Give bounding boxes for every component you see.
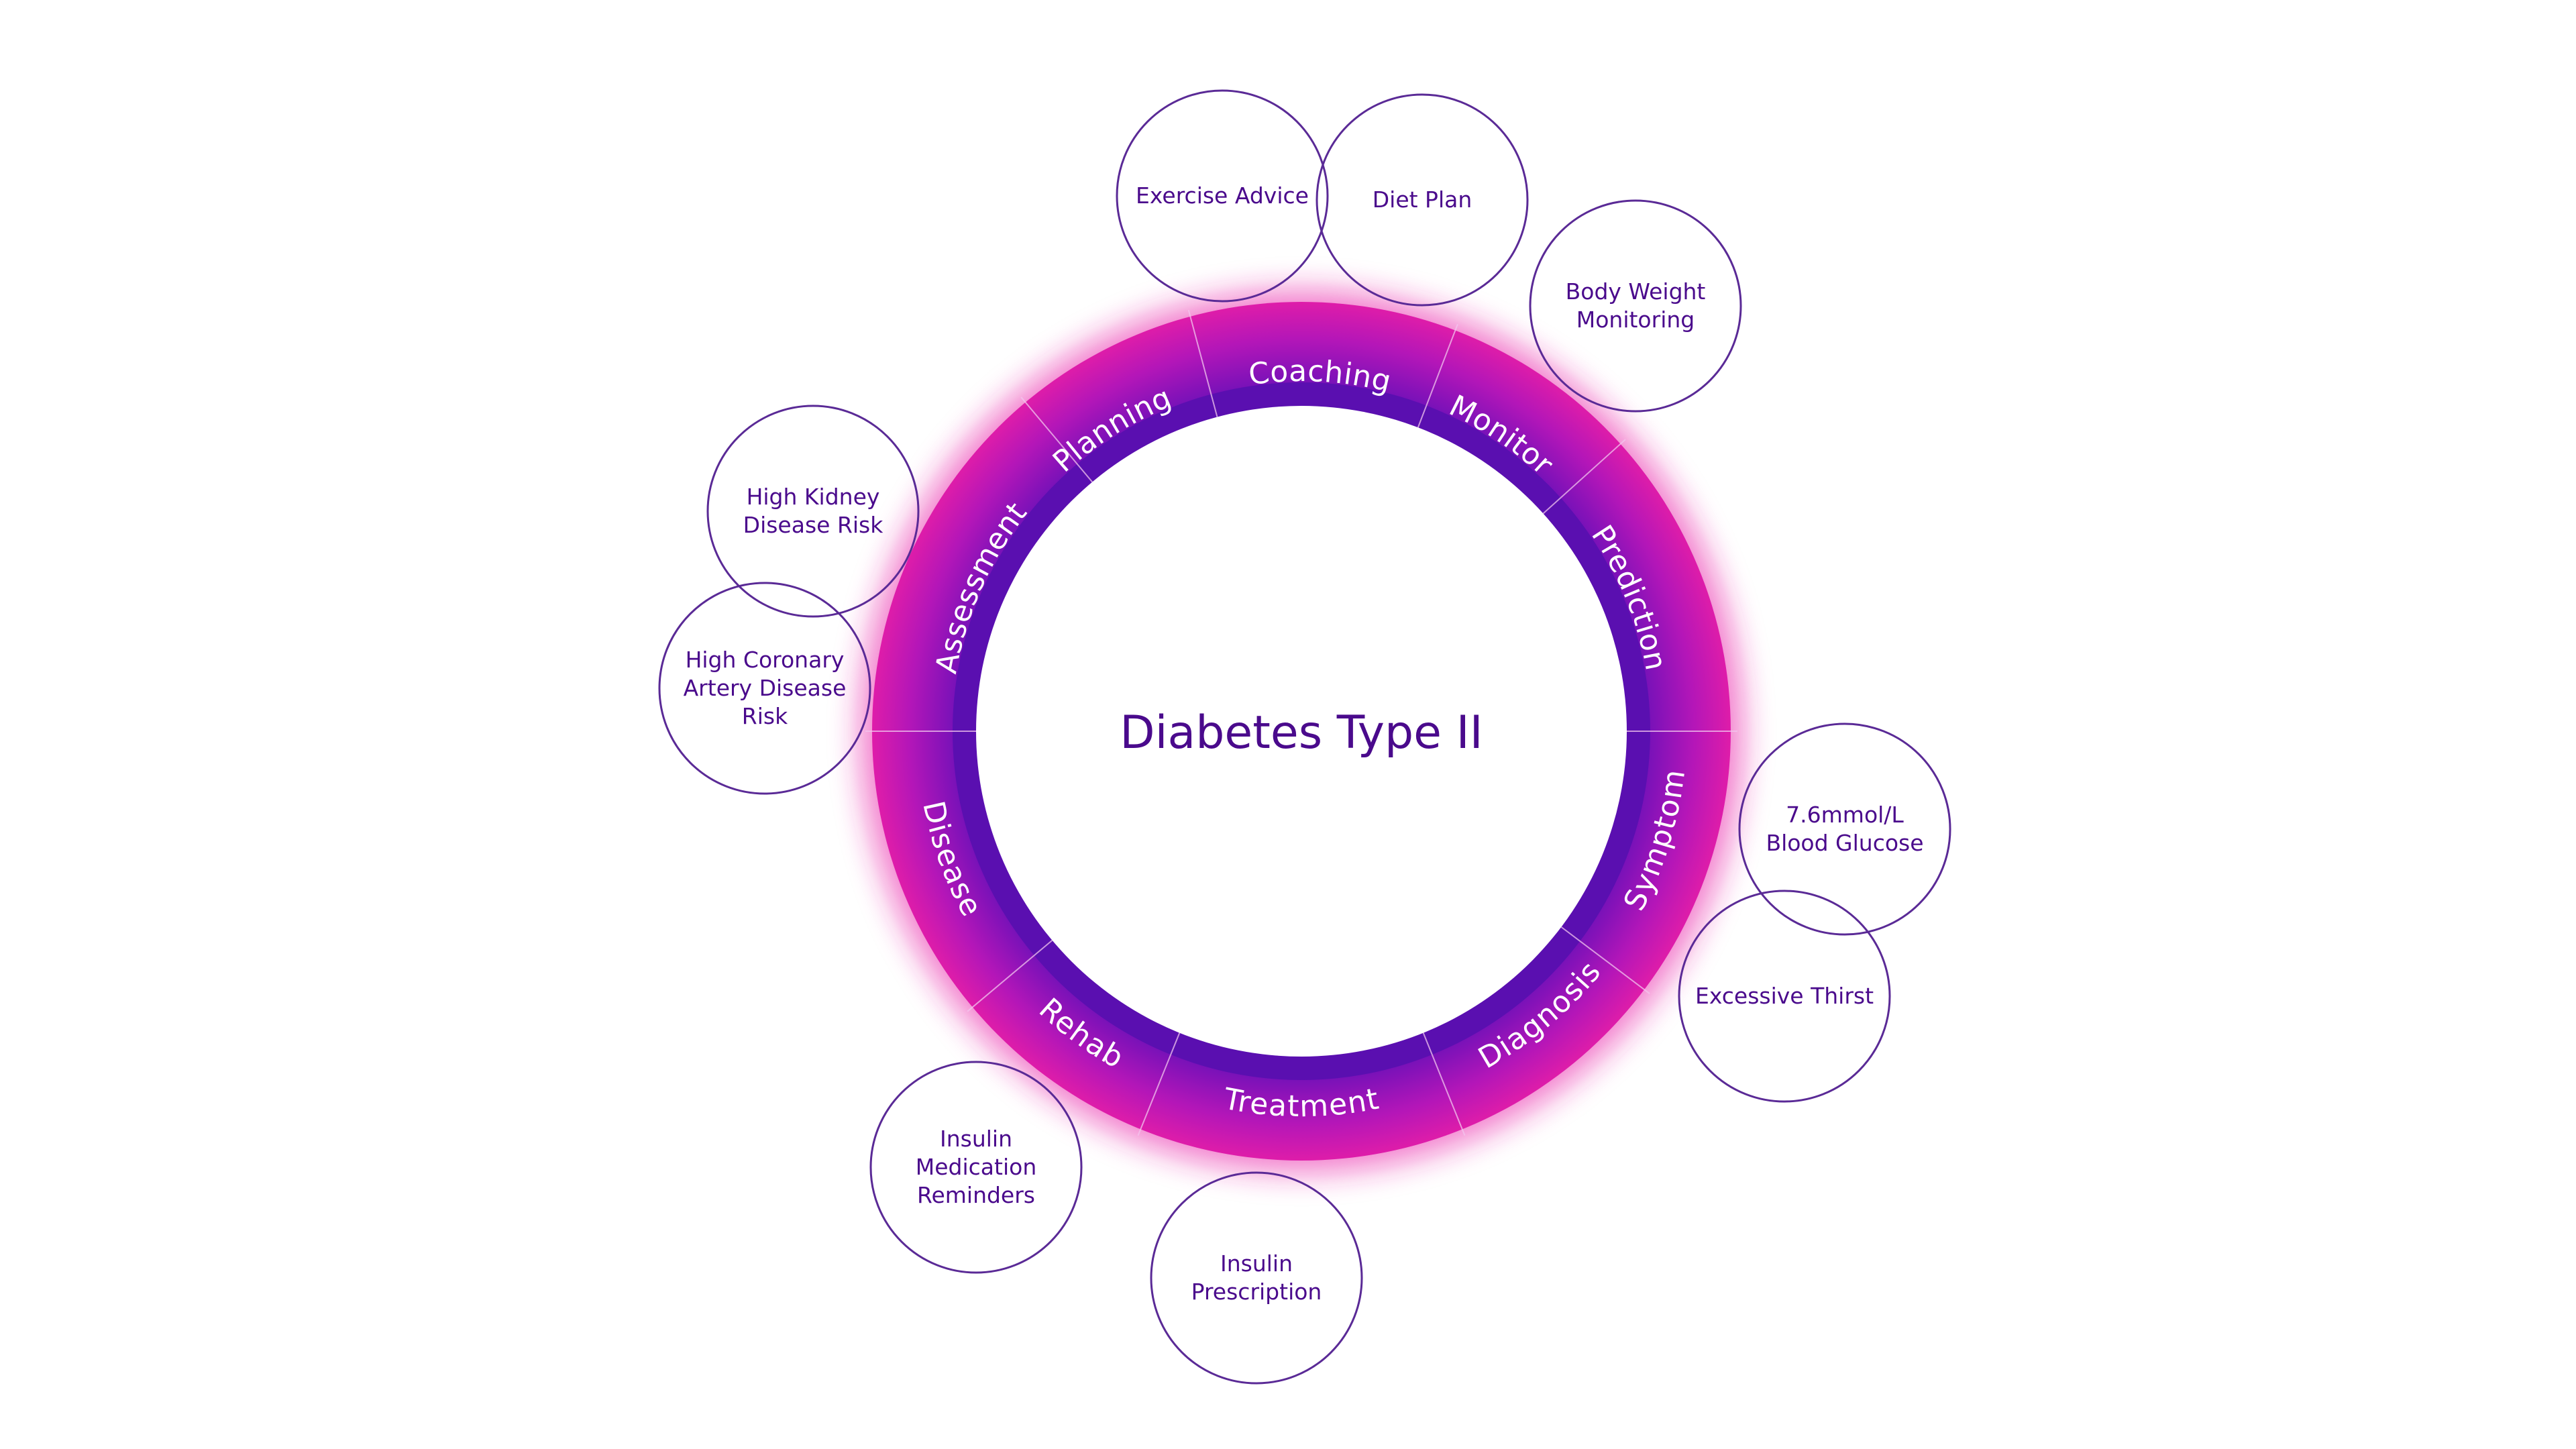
node-circle — [706, 405, 920, 618]
node-label-line: Disease Risk — [743, 512, 884, 538]
segment-divider — [1020, 396, 1093, 483]
segment-divider — [1422, 1032, 1466, 1136]
segment-dividers — [865, 309, 1737, 1136]
node-circle — [1116, 89, 1329, 303]
node-circle — [1316, 93, 1529, 307]
node-label-line: Body Weight — [1566, 278, 1706, 305]
node-label-line: Risk — [742, 703, 788, 729]
outcome-node: Exercise Advice — [1116, 89, 1329, 303]
node-label-line: Insulin — [1220, 1250, 1293, 1277]
outcome-node: Diet Plan — [1316, 93, 1529, 307]
node-circle — [1529, 199, 1742, 413]
outcome-node: Excessive Thirst — [1678, 890, 1891, 1103]
segment-divider — [1417, 323, 1458, 428]
segment-divider — [1542, 439, 1626, 515]
node-label-line: Prescription — [1191, 1279, 1322, 1305]
segment-divider — [967, 939, 1053, 1012]
node-label-line: 7.6mmol/L — [1786, 802, 1904, 828]
node-label-line: Reminders — [917, 1182, 1035, 1208]
node-label-line: Blood Glucose — [1766, 830, 1923, 856]
node-label-line: High Kidney — [747, 484, 880, 510]
node-circle — [658, 582, 871, 795]
node-label-line: Monitoring — [1576, 307, 1695, 333]
node-label-line: Exercise Advice — [1136, 182, 1309, 209]
node-circle — [1738, 722, 1951, 936]
node-label-line: Excessive Thirst — [1695, 983, 1874, 1009]
node-label-line: Artery Disease — [684, 675, 847, 701]
center-disc — [976, 406, 1627, 1057]
node-label-line: Medication — [916, 1154, 1036, 1180]
node-label-line: High Coronary — [686, 647, 845, 673]
segment-divider — [1187, 309, 1218, 417]
node-circle — [869, 1061, 1083, 1274]
segment-divider — [1560, 926, 1650, 994]
center-title: Diabetes Type II — [1120, 706, 1483, 759]
segment-divider — [1137, 1032, 1181, 1136]
node-circle — [1150, 1171, 1363, 1385]
node-label-line: Diet Plan — [1373, 186, 1472, 213]
node-circle — [1678, 890, 1891, 1103]
node-label-line: Insulin — [940, 1126, 1012, 1152]
